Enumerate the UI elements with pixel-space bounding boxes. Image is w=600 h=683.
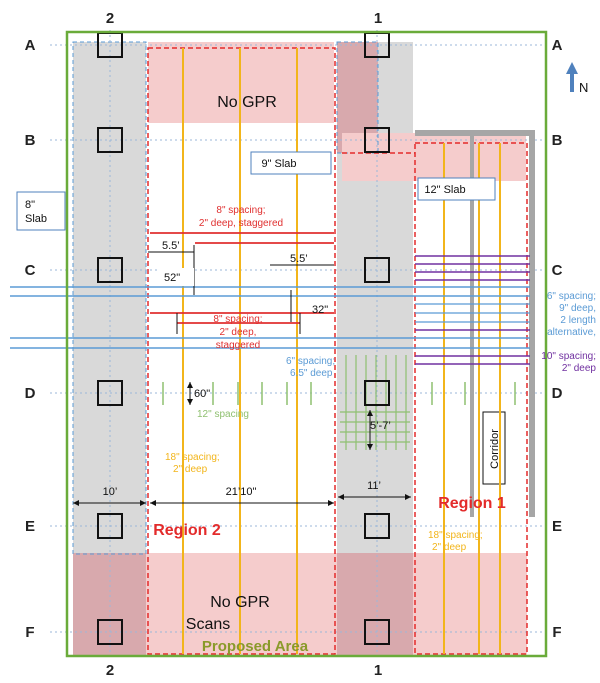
proposed-area-label: Proposed Area <box>202 638 309 655</box>
purple-note-2: 2" deep <box>562 363 597 374</box>
pink-zone-b-strip <box>342 133 526 181</box>
corridor-bar-top <box>415 130 535 136</box>
dim-5-5-right: 5.5’ <box>290 253 308 265</box>
dim-5-7: 5’-7’ <box>370 420 391 432</box>
no-gpr-bottom-label-1: No GPR <box>210 594 270 611</box>
slab-12-box <box>417 177 496 201</box>
north-label: N <box>579 80 588 95</box>
slab-12-label: 12" Slab <box>424 184 465 196</box>
region-2-border <box>147 47 336 655</box>
north-arrow-icon <box>566 62 578 92</box>
red-note-lower-2: 2" deep, <box>220 327 257 338</box>
dim-21-10: 21’10" <box>226 486 257 498</box>
blue-scan-lines <box>10 286 530 349</box>
slab-8-box <box>16 191 66 231</box>
row-c-left: C <box>25 262 36 279</box>
purple-scan-lines <box>415 255 530 365</box>
yellow-note-left-2: 2" deep <box>173 464 208 475</box>
col-2-top-label: 2 <box>106 10 114 27</box>
col-1-top-label: 1 <box>374 10 382 27</box>
blue-note-right-4: alternative, <box>547 327 596 338</box>
dim-52: 52" <box>164 272 180 284</box>
red-note-upper-2: 2" deep, staggered <box>199 218 283 229</box>
dim-10: 10’ <box>103 486 118 498</box>
green-scan-ticks <box>162 382 516 405</box>
row-a-right: A <box>552 37 563 54</box>
col-1-dashed-outline <box>336 41 379 154</box>
row-f-right: F <box>552 624 561 641</box>
red-scan-lines <box>150 232 334 324</box>
row-b-right: B <box>552 132 563 149</box>
blue-note-right-1: 6" spacing; <box>547 291 596 302</box>
column-markers <box>97 32 390 645</box>
dim-60: 60" <box>194 388 210 400</box>
col-2-bottom-label: 2 <box>106 662 114 679</box>
dark-pink-zone-bottom-col1 <box>337 553 413 656</box>
yellow-note-right-2: 2" deep <box>432 542 467 553</box>
green-note-spacing: 12" spacing <box>197 409 249 420</box>
no-gpr-bottom-label-2: Scans <box>186 616 230 633</box>
row-b-left: B <box>25 132 36 149</box>
red-note-lower-1: 8" spacing; <box>213 314 262 325</box>
blue-note-mid-2: 6.5" deep <box>290 368 333 379</box>
blue-note-mid-1: 6" spacing; <box>286 356 335 367</box>
row-d-right: D <box>552 385 563 402</box>
region-2-label: Region 2 <box>153 522 221 539</box>
corridor-label: Corridor <box>489 429 501 469</box>
corridor-bar-vertical <box>529 130 535 517</box>
dimension-arrowheads <box>73 382 411 506</box>
blue-note-right-2: 9" deep, <box>559 303 596 314</box>
slab-9-label: 9" Slab <box>261 158 296 170</box>
green-scan-grid <box>340 355 410 450</box>
slab-8-label-line2: Slab <box>25 213 47 225</box>
row-f-left: F <box>25 624 34 641</box>
slab-9-box <box>250 151 332 175</box>
purple-note-1: 10" spacing; <box>541 351 596 362</box>
blue-note-right-3: 2 length <box>560 315 596 326</box>
red-note-upper-1: 8" spacing; <box>216 205 265 216</box>
col-1-bottom-label: 1 <box>374 662 382 679</box>
grid-lines <box>50 30 545 660</box>
dim-11: 11’ <box>367 480 381 492</box>
dim-52-box <box>160 268 194 286</box>
no-gpr-top-label: No GPR <box>217 94 277 111</box>
row-e-right: E <box>552 518 562 535</box>
row-d-left: D <box>25 385 36 402</box>
red-note-lower-3: staggered <box>216 340 260 351</box>
slab-8-label-line1: 8" <box>25 199 35 211</box>
corridor-bar-inner <box>470 136 474 517</box>
blue-scan-lines-region-1 <box>415 303 530 323</box>
row-c-right: C <box>552 262 563 279</box>
region-1-label: Region 1 <box>438 495 506 512</box>
yellow-note-left-1: 18" spacing; <box>165 452 220 463</box>
yellow-note-right-1: 18" spacing; <box>428 530 483 541</box>
dim-32: 32" <box>312 304 328 316</box>
row-a-left: A <box>25 37 36 54</box>
site-boundary <box>65 30 548 658</box>
row-e-left: E <box>25 518 35 535</box>
yellow-scan-lines <box>182 48 501 654</box>
dimension-lines <box>73 245 411 504</box>
dim-5-5-left: 5.5’ <box>162 240 180 252</box>
